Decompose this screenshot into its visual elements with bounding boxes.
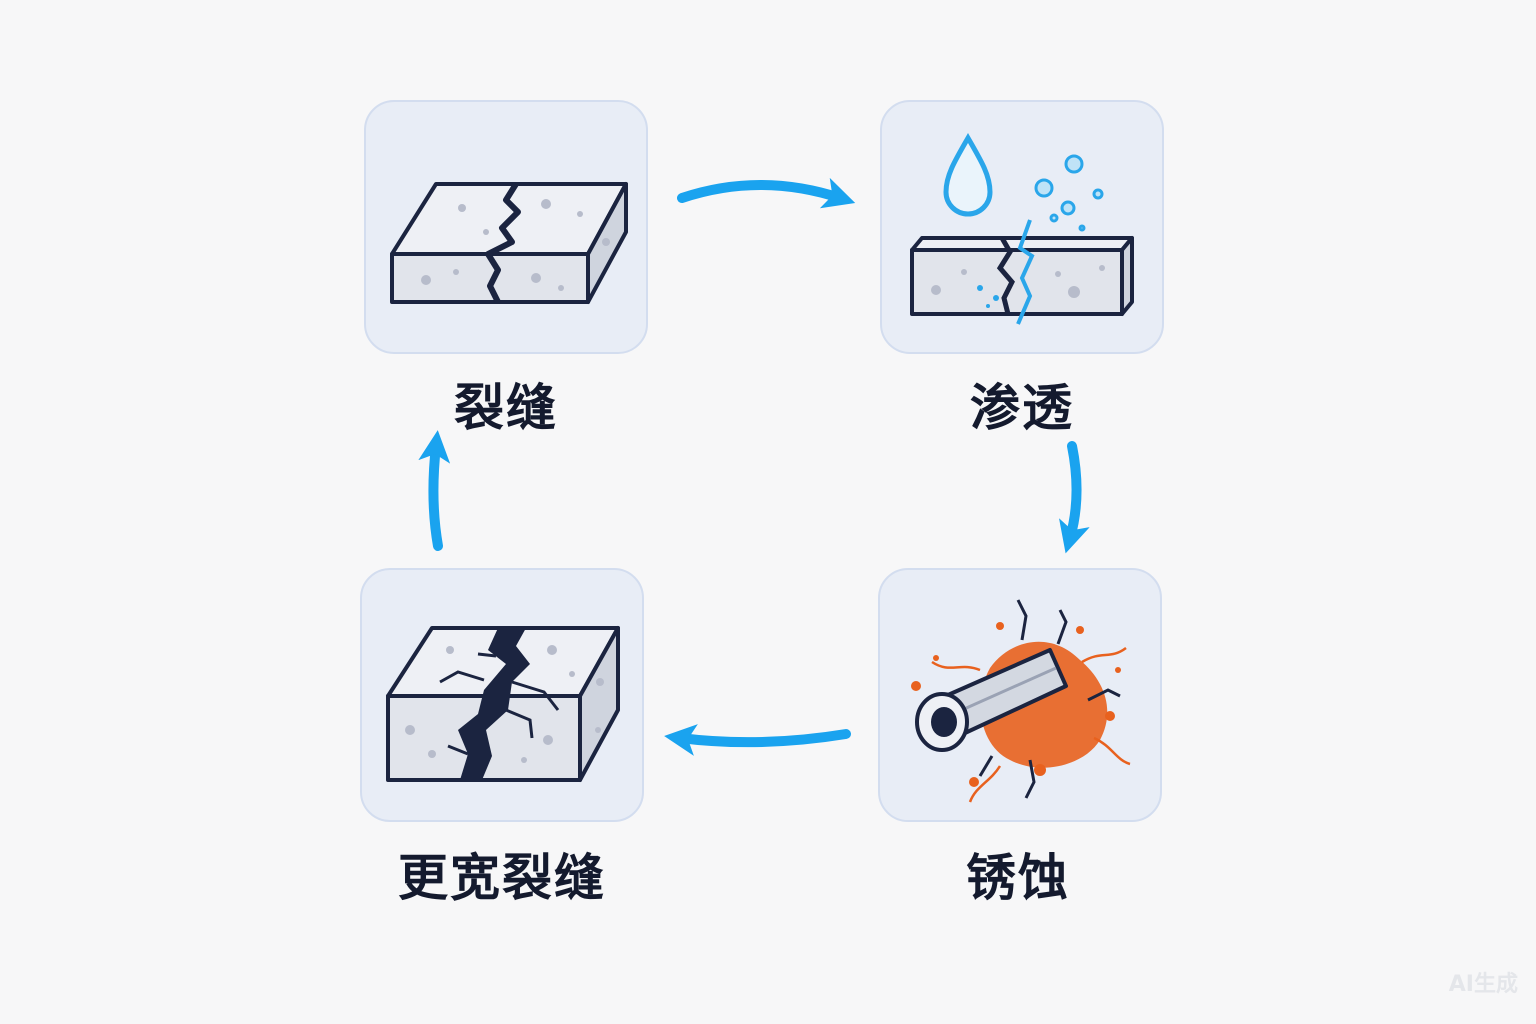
corroded-rebar-icon xyxy=(911,599,1131,803)
step-card-corrosion xyxy=(878,568,1162,822)
step-label-penetration: 渗透 xyxy=(970,379,1074,437)
arrow-penetration-to-corrosion xyxy=(1059,441,1090,554)
step-label-wider-crack: 更宽裂缝 xyxy=(398,849,606,907)
cracked-concrete-block-icon xyxy=(390,182,628,304)
watermark: AI生成 xyxy=(1448,972,1518,997)
step-card-crack xyxy=(364,100,648,354)
step-card-penetration xyxy=(880,100,1164,354)
arrow-wider-crack-to-crack xyxy=(418,430,451,551)
step-label-corrosion: 锈蚀 xyxy=(966,849,1070,907)
water-drop-icon xyxy=(943,133,993,217)
bubbles-icon xyxy=(1034,154,1104,232)
wider-crack-block-icon xyxy=(386,626,620,782)
step-card-wider-crack xyxy=(360,568,644,822)
water-penetration-icon xyxy=(910,133,1134,325)
arrow-crack-to-penetration xyxy=(677,177,856,209)
step-label-crack: 裂缝 xyxy=(454,379,558,437)
arrow-corrosion-to-wider-crack xyxy=(664,724,851,756)
